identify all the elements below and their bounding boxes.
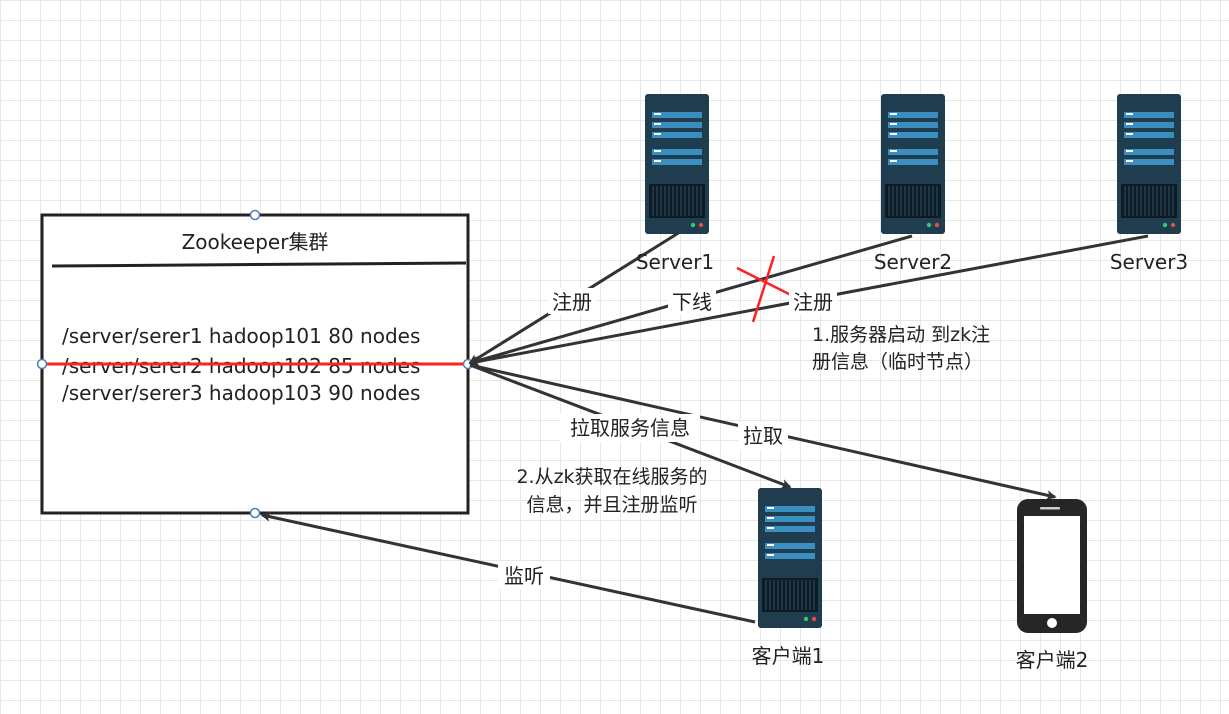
- handle-bottom[interactable]: [249, 507, 261, 519]
- cluster-node-3: /server/serer3 hadoop103 90 nodes: [62, 381, 420, 405]
- note-step2-line2: 信息，并且注册监听: [526, 494, 697, 516]
- phone-icon: [1017, 499, 1087, 633]
- label-watch: 监听: [504, 564, 544, 588]
- client2[interactable]: 客户端2: [1016, 499, 1089, 672]
- server2-label: Server2: [874, 250, 952, 274]
- server1-icon: [644, 93, 710, 235]
- server1[interactable]: Server1: [636, 93, 714, 274]
- server2[interactable]: Server2: [874, 93, 952, 274]
- note-step1-line2: 册信息（临时节点）: [812, 351, 983, 373]
- handle-top[interactable]: [249, 209, 261, 221]
- handle-left[interactable]: [36, 358, 48, 370]
- server3[interactable]: Server3: [1110, 93, 1188, 274]
- note-step1-line1: 1.服务器启动 到zk注: [812, 324, 990, 346]
- server2-icon: [880, 93, 946, 235]
- client1[interactable]: 客户端1: [752, 487, 825, 668]
- cluster-node-2: /server/serer2 hadoop102 85 nodes: [62, 354, 420, 378]
- server3-label: Server3: [1110, 250, 1188, 274]
- note-step2: 2.从zk获取在线服务的 信息，并且注册监听: [516, 466, 707, 516]
- label-pull: 拉取: [743, 424, 783, 448]
- server1-label: Server1: [636, 250, 714, 274]
- edge-labels: 注册 下线 注册 拉取服务信息 拉取 监听: [498, 288, 837, 590]
- offline-cross-mark: [736, 255, 794, 323]
- cluster-title: Zookeeper集群: [182, 230, 329, 254]
- label-pull-info: 拉取服务信息: [570, 416, 690, 440]
- note-step2-line1: 2.从zk获取在线服务的: [516, 466, 707, 488]
- client1-label: 客户端1: [752, 644, 825, 668]
- note-step1: 1.服务器启动 到zk注 册信息（临时节点）: [812, 324, 990, 373]
- cluster-node-1: /server/serer1 hadoop101 80 nodes: [62, 324, 420, 348]
- server3-icon: [1116, 93, 1182, 235]
- label-offline: 下线: [672, 290, 712, 314]
- label-register-1: 注册: [552, 290, 592, 314]
- client2-label: 客户端2: [1016, 648, 1089, 672]
- label-register-3: 注册: [793, 290, 833, 314]
- client1-icon: [757, 487, 823, 629]
- zookeeper-cluster-box: Zookeeper集群 /server/serer1 hadoop101 80 …: [36, 209, 474, 519]
